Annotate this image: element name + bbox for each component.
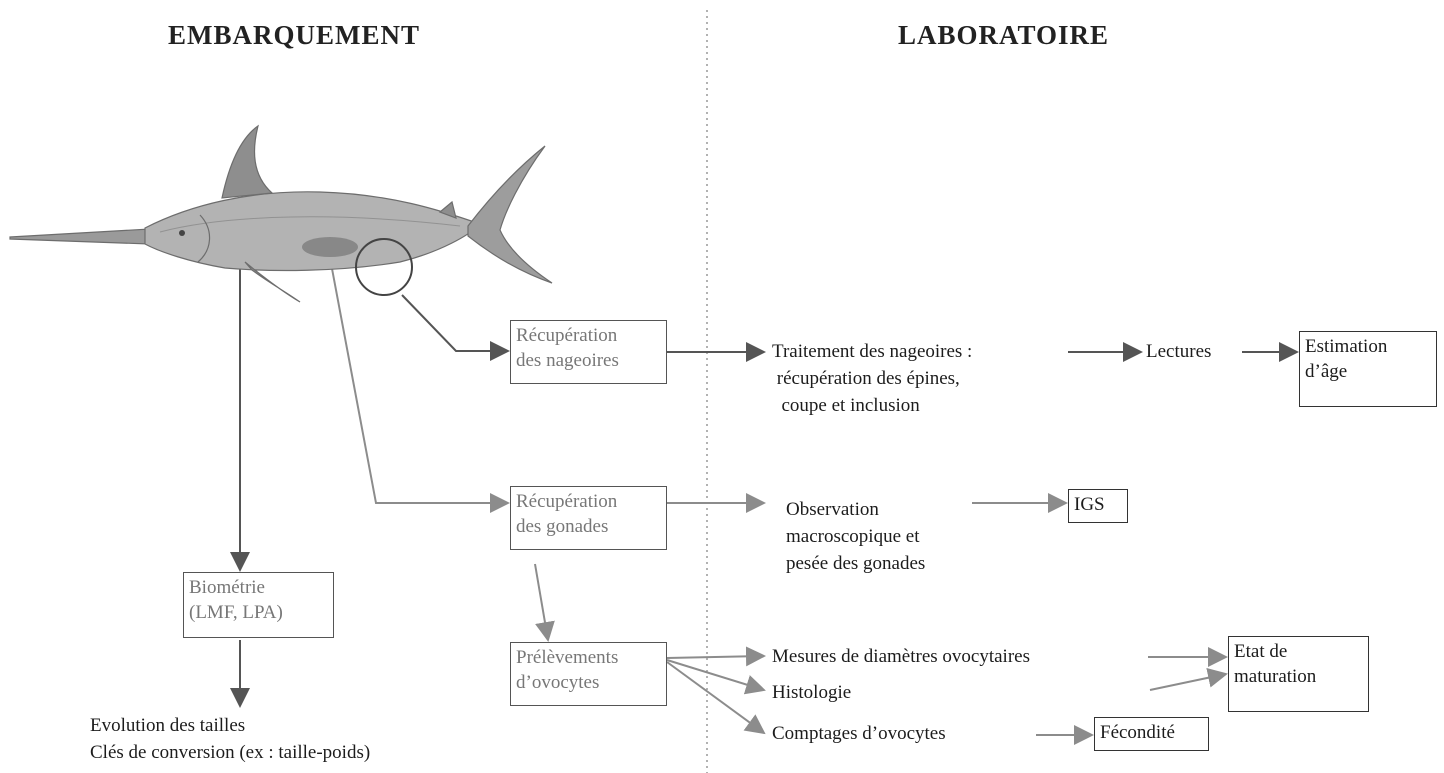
text-traitement-nageoires: Traitement des nageoires : récupération … (772, 338, 972, 419)
box-line: Biométrie (189, 575, 328, 600)
heading-embarquement: EMBARQUEMENT (168, 20, 420, 51)
arrow-histologie-to-etat (1150, 674, 1226, 690)
box-prelevements-ovocytes: Prélèvements d’ovocytes (510, 642, 667, 706)
text-histologie: Histologie (772, 679, 851, 706)
swordfish-bill (10, 229, 150, 244)
text-line: pesée des gonades (786, 550, 925, 577)
swordfish-tail (468, 146, 552, 283)
text-evolution-tailles: Evolution des tailles Clés de conversion… (90, 712, 370, 766)
text-line: Observation (786, 496, 925, 523)
swordfish-illustration (0, 118, 560, 308)
box-line: maturation (1234, 664, 1363, 689)
text-line: coupe et inclusion (772, 392, 972, 419)
arrow-prelevements-to-histologie (667, 660, 764, 690)
box-line: Récupération (516, 489, 661, 514)
text-lectures: Lectures (1146, 338, 1211, 365)
box-line: Estimation (1305, 334, 1431, 359)
text-line: macroscopique et (786, 523, 925, 550)
box-igs: IGS (1068, 489, 1128, 523)
text-line: Evolution des tailles (90, 712, 370, 739)
box-fecondite: Fécondité (1094, 717, 1209, 751)
arrow-prelevements-to-mesures (667, 656, 764, 658)
text-mesures-diametres: Mesures de diamètres ovocytaires (772, 643, 1030, 670)
heading-laboratoire: LABORATOIRE (898, 20, 1109, 51)
swordfish-body (145, 192, 480, 271)
swordfish-dorsal-fin (222, 126, 272, 198)
text-line: récupération des épines, (772, 365, 972, 392)
box-etat-maturation: Etat de maturation (1228, 636, 1369, 712)
text-comptages-ovocytes: Comptages d’ovocytes (772, 720, 946, 747)
box-line: des nageoires (516, 348, 661, 373)
box-recuperation-gonades: Récupération des gonades (510, 486, 667, 550)
arrow-gonades-to-prelevements (535, 564, 548, 640)
swordfish-eye (179, 230, 185, 236)
box-line: Récupération (516, 323, 661, 348)
text-observation-macroscopique: Observation macroscopique et pesée des g… (786, 496, 925, 577)
box-line: (LMF, LPA) (189, 600, 328, 625)
box-line: d’âge (1305, 359, 1431, 384)
box-line: Etat de (1234, 639, 1363, 664)
box-estimation-age: Estimation d’âge (1299, 331, 1437, 407)
text-line: Traitement des nageoires : (772, 338, 972, 365)
text-line: Clés de conversion (ex : taille-poids) (90, 739, 370, 766)
box-recuperation-nageoires: Récupération des nageoires (510, 320, 667, 384)
box-line: des gonades (516, 514, 661, 539)
box-line: d’ovocytes (516, 670, 661, 695)
gonad-highlight (302, 237, 358, 257)
box-biometrie: Biométrie (LMF, LPA) (183, 572, 334, 638)
arrow-prelevements-to-comptages (667, 662, 764, 733)
box-line: Prélèvements (516, 645, 661, 670)
